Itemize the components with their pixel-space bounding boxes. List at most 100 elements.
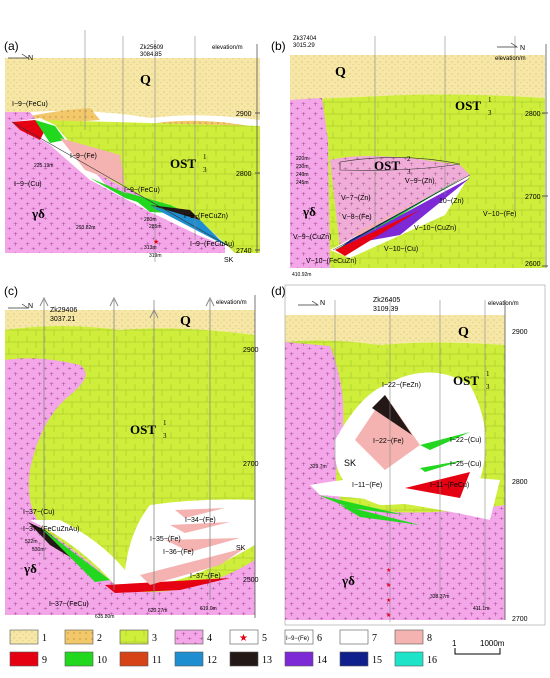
north-arrow-icon	[298, 300, 320, 306]
well-elev-d: 3109.39	[373, 306, 398, 313]
legend-swatch-9	[9, 651, 39, 667]
panel-a-tag: (a)	[4, 39, 19, 53]
unit-ost-c: OST	[130, 422, 156, 437]
depth-a-4: 313m	[144, 245, 157, 251]
well-label-a: Zk25609	[140, 45, 164, 51]
depth-c-4: 619.0m	[200, 606, 217, 612]
star-icon: ★	[386, 597, 391, 604]
depth-a-5: 319m	[149, 253, 162, 259]
orebody-red-d	[405, 472, 470, 498]
body-d-3: I−25−(Cu)	[450, 461, 482, 468]
body-c-4: I−36−(Fe)	[163, 549, 194, 556]
orebody-purple	[345, 178, 470, 245]
body-a-1: I−9−(Fe)	[70, 153, 97, 160]
body-b-8: V−10−(FeCuZn)	[306, 258, 357, 265]
legend-item6-text: I−9−(Fe)	[286, 636, 309, 642]
legend-number-7: 7	[372, 633, 377, 644]
panel-d-frame	[284, 284, 546, 626]
depth-a-2: 280m	[144, 217, 157, 223]
scale-text: 1000m	[480, 639, 505, 648]
unit-ost2-sub-b: 3	[407, 168, 411, 176]
north-arrow-icon	[497, 42, 519, 48]
star-icon: ★	[386, 567, 391, 574]
scale-bar	[454, 648, 501, 655]
unit-q-a: Q	[140, 73, 151, 88]
body-d-5: I−11−(FeCu)	[430, 482, 469, 489]
body-c-0: I−34−(Fe)	[185, 517, 216, 524]
depth-b-1: 230m	[296, 164, 309, 170]
depth-d-2: 411.1m	[473, 606, 489, 612]
legend-swatch-6	[284, 629, 314, 645]
legend-swatch-4	[174, 629, 204, 645]
tick-d-0: 2900	[512, 329, 528, 336]
tick-a-2: 2740	[236, 248, 252, 255]
sk-label-d: SK	[344, 458, 356, 468]
unit-gd-a: γδ	[31, 206, 45, 221]
star-icon: ★	[386, 612, 391, 619]
body-d-1: I−22−(Fe)	[373, 438, 404, 445]
body-c-3: I−35−(Fe)	[150, 536, 181, 543]
panel-c	[5, 310, 255, 615]
unit-ost-sub-a: 3	[203, 166, 207, 174]
well-label-d: Zk26405	[373, 297, 400, 304]
tick-c-2: 2500	[243, 577, 259, 584]
legend-number-8: 8	[427, 633, 432, 644]
north-label-a: N	[28, 55, 33, 62]
body-b-3: 10−(Zn)	[439, 198, 464, 205]
tick-a-1: 2800	[236, 171, 252, 178]
tick-b-2: 2600	[525, 261, 541, 268]
body-d-2: I−22−(Cu)	[450, 437, 482, 444]
unit-ost-d: OST	[453, 373, 479, 388]
legend-number-16: 16	[427, 655, 437, 666]
body-a-3: I−9−(FeCu)	[124, 187, 160, 194]
north-arrow-icon	[8, 303, 30, 309]
quaternary-layer-c	[5, 310, 255, 335]
depth-a-3: 285m	[149, 224, 162, 230]
body-b-4: V−10−(Fe)	[483, 211, 516, 218]
unit-ost-sub-c: 3	[163, 432, 167, 440]
unit-ost-sub-b: 3	[488, 109, 492, 117]
body-a-0: I−9−(FeCu)	[12, 101, 48, 108]
tick-b-0: 2800	[525, 111, 541, 118]
unit-gd-b: γδ	[302, 204, 316, 219]
body-a-4: I−9−(FeCuZn)	[184, 213, 228, 220]
orebody-red	[12, 120, 45, 140]
legend-number-14: 14	[317, 655, 327, 666]
tick-c-1: 2700	[243, 461, 259, 468]
legend-swatch-13	[229, 651, 259, 667]
well-elev-a: 3084.85	[140, 52, 162, 58]
unit-q-c: Q	[180, 314, 191, 329]
unit-ost-b: OST	[455, 98, 481, 113]
legend-star-icon: ★	[239, 633, 248, 644]
body-c-2: I−37−(FeCuZnAu)	[23, 526, 79, 533]
legend-swatch-7	[339, 629, 369, 645]
depth-b-0: 220m	[296, 156, 309, 162]
depth-b-2: 240m	[296, 172, 309, 178]
elevation-label-b: elevation/m	[495, 56, 526, 62]
depth-a-0: 225.19m	[34, 163, 53, 169]
legend-swatch-11	[119, 651, 149, 667]
unit-ost-sup-c: 1	[163, 419, 167, 427]
legend-swatch-12	[174, 651, 204, 667]
unit-ost2-b: OST	[374, 158, 400, 173]
unit-ost2-sup-b: 2	[407, 155, 411, 163]
depth-a-1: 293.82m	[76, 225, 95, 231]
tick-d-2: 2700	[512, 616, 528, 623]
panel-d-axis	[334, 300, 506, 622]
unit-ost-a: OST	[170, 156, 196, 171]
body-a-2: I−9−(Cu)	[14, 181, 42, 188]
legend-number-2: 2	[97, 633, 102, 644]
legend-swatch-15	[339, 651, 369, 667]
depth-c-3: 635.80m	[95, 614, 114, 620]
legend-number-5: 5	[262, 633, 267, 644]
legend-number-9: 9	[42, 655, 47, 666]
star-icon: ★	[153, 238, 159, 246]
quaternary-layer	[5, 58, 260, 120]
unit-ost-sub-d: 3	[486, 383, 490, 391]
granodiorite-d	[285, 342, 505, 620]
unit-ost-sup-b: 1	[488, 96, 492, 104]
body-c-6: I−37−(FeCu)	[49, 601, 89, 608]
legend-swatch-8	[394, 629, 424, 645]
